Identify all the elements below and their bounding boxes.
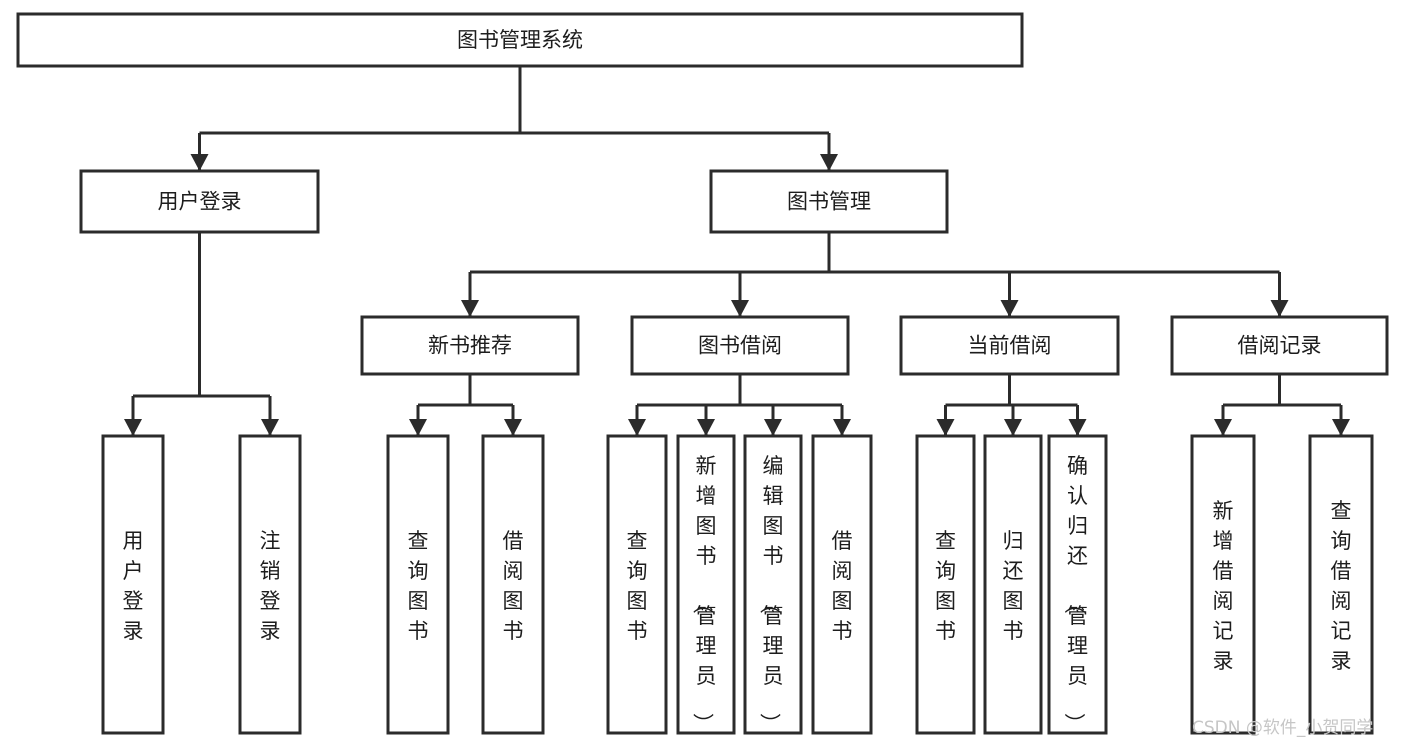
- node-layer: 图书管理系统用户登录图书管理新书推荐图书借阅当前借阅借阅记录用户登录注销登录查询…: [16, 12, 1389, 735]
- connector-group-borrow-record: [1214, 374, 1350, 436]
- arrow-head-icon: [820, 154, 838, 171]
- arrow-head-icon: [1068, 419, 1087, 436]
- arrow-head-icon: [461, 300, 479, 317]
- arrow-head-icon: [124, 419, 142, 436]
- arrow-head-icon: [833, 419, 851, 436]
- arrow-head-icon: [628, 419, 646, 436]
- node-box[interactable]: [1190, 434, 1256, 735]
- node-current-borrow[interactable]: 当前借阅: [899, 315, 1120, 376]
- arrow-head-icon: [1004, 419, 1022, 436]
- node-label: 图书管理系统: [457, 28, 583, 52]
- node-box[interactable]: [630, 315, 850, 376]
- node-label: 新增图书（管理员）: [691, 454, 717, 734]
- node-leaf-query-record[interactable]: 查询借阅记录: [1308, 434, 1374, 735]
- node-box[interactable]: [811, 434, 873, 735]
- arrow-head-icon: [764, 419, 782, 436]
- connector-group-new-book-rec: [409, 374, 522, 436]
- node-box[interactable]: [676, 434, 736, 735]
- node-box[interactable]: [743, 434, 803, 735]
- arrow-head-icon: [504, 419, 522, 436]
- node-label: 用户登录: [123, 529, 144, 643]
- node-leaf-user-login[interactable]: 用户登录: [101, 434, 165, 735]
- node-book-borrow[interactable]: 图书借阅: [630, 315, 850, 376]
- node-label: 查询借阅记录: [1331, 499, 1352, 673]
- node-box[interactable]: [606, 434, 668, 735]
- node-user-login[interactable]: 用户登录: [79, 169, 320, 234]
- node-leaf-user-logout[interactable]: 注销登录: [238, 434, 302, 735]
- arrow-head-icon: [1214, 419, 1232, 436]
- arrow-head-icon: [697, 419, 715, 436]
- node-label: 查询图书: [935, 529, 956, 643]
- node-label: 编辑图书（管理员）: [758, 454, 784, 734]
- node-leaf-query-book-2[interactable]: 查询图书: [606, 434, 668, 735]
- node-leaf-return-book[interactable]: 归还图书: [983, 434, 1043, 735]
- node-leaf-query-book-1[interactable]: 查询图书: [386, 434, 450, 735]
- node-box[interactable]: [79, 169, 320, 234]
- node-leaf-edit-book[interactable]: 编辑图书（管理员）: [743, 434, 803, 735]
- arrow-head-icon: [409, 419, 427, 436]
- node-box[interactable]: [16, 12, 1024, 68]
- node-label: 借阅记录: [1238, 334, 1322, 358]
- node-leaf-borrow-book-2[interactable]: 借阅图书: [811, 434, 873, 735]
- arrow-head-icon: [261, 419, 279, 436]
- node-label: 当前借阅: [968, 334, 1052, 358]
- node-label: 借阅图书: [503, 529, 524, 643]
- node-box[interactable]: [481, 434, 545, 735]
- node-box[interactable]: [238, 434, 302, 735]
- node-book-manage[interactable]: 图书管理: [709, 169, 949, 234]
- csdn-watermark: CSDN @软件_小贺同学: [1192, 718, 1373, 738]
- node-box[interactable]: [1308, 434, 1374, 735]
- node-label: 图书借阅: [698, 334, 782, 358]
- node-leaf-borrow-book-1[interactable]: 借阅图书: [481, 434, 545, 735]
- arrow-head-icon: [190, 154, 209, 171]
- node-leaf-confirm-return[interactable]: 确认归还（管理员）: [1047, 434, 1108, 735]
- node-leaf-add-record[interactable]: 新增借阅记录: [1190, 434, 1256, 735]
- node-label: 注销登录: [260, 529, 281, 643]
- arrow-head-icon: [731, 300, 749, 317]
- node-box[interactable]: [983, 434, 1043, 735]
- node-box[interactable]: [101, 434, 165, 735]
- node-label: 新书推荐: [428, 334, 512, 358]
- node-label: 新增借阅记录: [1213, 499, 1234, 673]
- connector-layer: [124, 66, 1350, 436]
- node-root[interactable]: 图书管理系统: [16, 12, 1024, 68]
- node-box[interactable]: [915, 434, 976, 735]
- node-box[interactable]: [1170, 315, 1389, 376]
- node-label: 归还图书: [1003, 529, 1024, 643]
- node-label: 用户登录: [158, 190, 242, 214]
- connector-group-current-borrow: [936, 374, 1087, 436]
- node-leaf-add-book[interactable]: 新增图书（管理员）: [676, 434, 736, 735]
- node-box[interactable]: [360, 315, 580, 376]
- node-new-book-rec[interactable]: 新书推荐: [360, 315, 580, 376]
- node-box[interactable]: [1047, 434, 1108, 735]
- node-box[interactable]: [899, 315, 1120, 376]
- connector-group-book-borrow: [628, 374, 851, 436]
- node-label: 查询图书: [627, 529, 648, 643]
- node-leaf-query-book-3[interactable]: 查询图书: [915, 434, 976, 735]
- arrow-head-icon: [936, 419, 955, 436]
- node-box[interactable]: [709, 169, 949, 234]
- node-label: 图书管理: [787, 190, 871, 214]
- connector-group-user-login: [124, 232, 279, 436]
- arrow-head-icon: [1000, 300, 1019, 317]
- node-label: 借阅图书: [832, 529, 853, 643]
- node-borrow-record[interactable]: 借阅记录: [1170, 315, 1389, 376]
- node-label: 确认归还（管理员）: [1062, 454, 1088, 734]
- connector-group-root: [190, 66, 838, 171]
- arrow-head-icon: [1332, 419, 1350, 436]
- arrow-head-icon: [1270, 300, 1289, 317]
- node-label: 查询图书: [408, 529, 429, 643]
- node-box[interactable]: [386, 434, 450, 735]
- connector-group-book-manage: [461, 232, 1289, 317]
